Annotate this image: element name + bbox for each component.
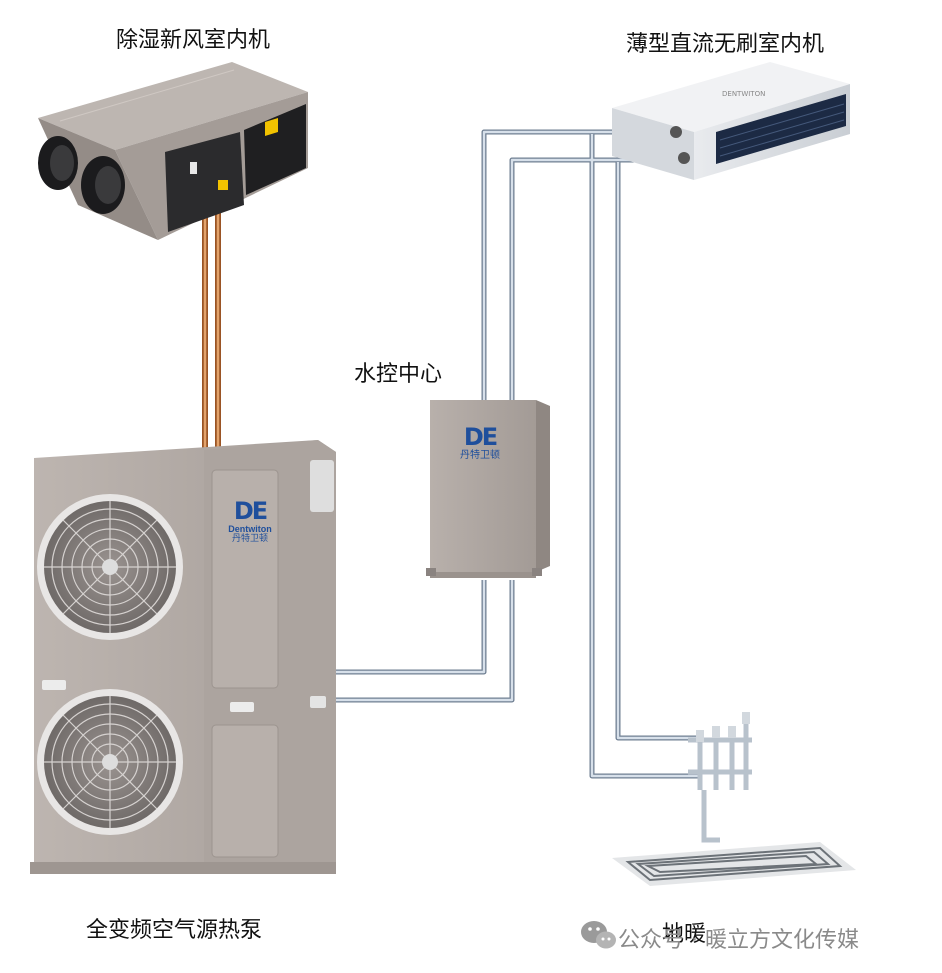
fancoil-label: 薄型直流无刷室内机	[626, 32, 825, 57]
brand-badge-hydro: DE 丹特卫顿	[452, 424, 508, 462]
erv-label: 除湿新风室内机	[116, 28, 271, 53]
svg-text:DENTWITON: DENTWITON	[722, 90, 765, 98]
watermark-text: 公众号 · 暖立方文化传媒	[618, 928, 859, 953]
refrigerant-pipes	[202, 205, 221, 450]
water-pipes	[336, 129, 700, 779]
fancoil-unit: DENTWITON	[612, 62, 850, 180]
floor-label: 地暖	[662, 922, 707, 947]
fan-bottom	[37, 689, 183, 835]
brand-name-en: Dentwiton	[228, 524, 272, 534]
brand-name-cn: 丹特卫顿	[231, 534, 268, 544]
hydro-box	[426, 400, 550, 578]
floor-heating	[612, 712, 856, 886]
wechat-icon	[581, 921, 616, 949]
fan-top	[37, 494, 183, 640]
brand-name-cn: 丹特卫顿	[460, 450, 500, 461]
brand-logo: DE	[233, 497, 268, 525]
heatpump-label: 全变频空气源热泵	[86, 918, 263, 943]
heat-pump-unit	[30, 440, 336, 874]
hydro-label: 水控中心	[354, 362, 443, 387]
erv-unit	[38, 62, 308, 240]
brand-logo: DE	[463, 423, 498, 451]
brand-badge-heatpump: DE Dentwiton 丹特卫顿	[222, 498, 278, 545]
